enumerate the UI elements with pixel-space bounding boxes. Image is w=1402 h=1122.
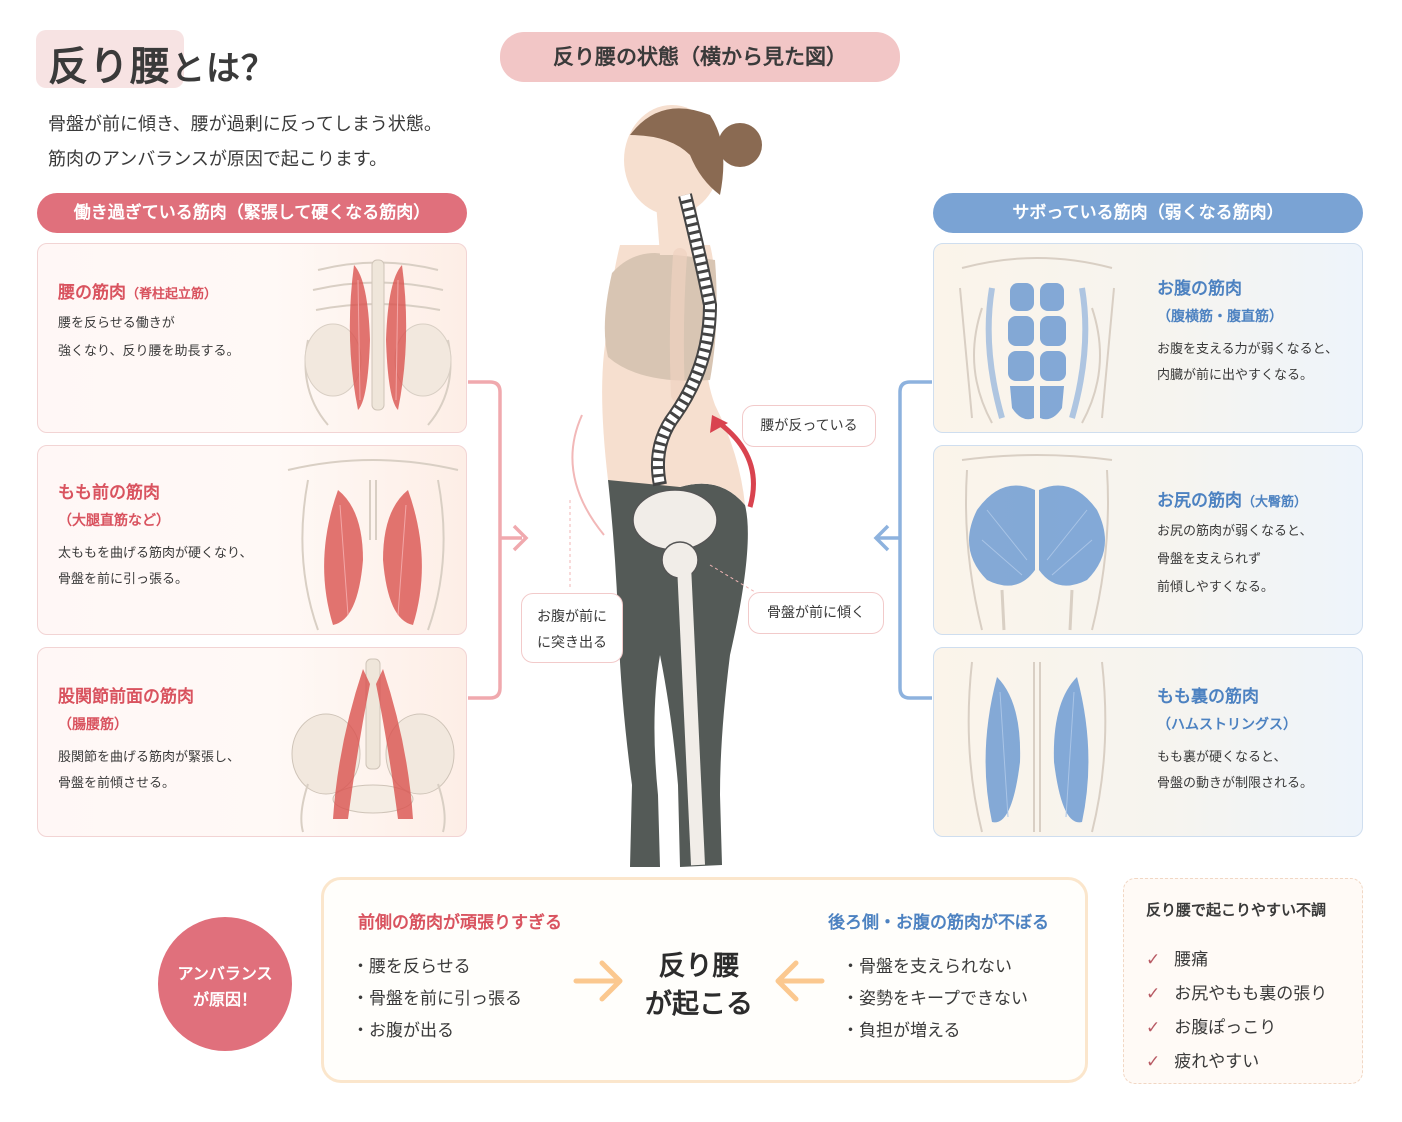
card-text-3: 前傾しやすくなる。 — [1157, 580, 1274, 595]
weak-muscles-header: サボっている筋肉（弱くなる筋肉） — [933, 193, 1363, 233]
symptom-item: ✓お腹ぽっこり — [1146, 1018, 1277, 1038]
imbalance-badge: アンバランスが原因！ — [158, 917, 292, 1051]
card-subtitle: （ハムストリングス） — [1157, 717, 1297, 733]
back-muscles-heading: 後ろ側・お腹の筋肉が不ぼる — [828, 913, 1049, 933]
check-icon: ✓ — [1146, 950, 1161, 970]
symptom-item: ✓お尻やもも裏の張り — [1146, 984, 1328, 1004]
card-text-1: お尻の筋肉が弱くなると、 — [1157, 524, 1313, 539]
callout-pelvis-tilted: 骨盤が前に傾く — [748, 592, 884, 634]
result-line-2: が起こる — [645, 989, 753, 1020]
check-icon: ✓ — [1146, 984, 1161, 1004]
arrow-left-icon — [775, 960, 825, 1002]
card-text-2: 骨盤を前に引っ張る。 — [58, 572, 189, 587]
card-lower-back-muscle: 腰の筋肉（脊柱起立筋） 腰を反らせる働きが 強くなり、反り腰を助長する。 — [37, 243, 467, 433]
card-text-2: 内臓が前に出やすくなる。 — [1157, 368, 1314, 383]
back-item-3: ・負担が増える — [842, 1021, 961, 1041]
card-title: お腹の筋肉 — [1157, 279, 1242, 299]
curved-arrow-icon — [713, 417, 756, 508]
card-hip-flexor-muscle: 股関節前面の筋肉 （腸腰筋） 股関節を曲げる筋肉が緊張し、 骨盤を前傾させる。 — [37, 647, 467, 837]
iliopsoas-illustration — [291, 658, 455, 833]
card-subtitle: （腸腰筋） — [58, 717, 128, 733]
card-subtitle: （腹横筋・腹直筋） — [1157, 309, 1283, 325]
quadriceps-illustration — [287, 459, 459, 631]
card-text-2: 骨盤の動きが制限される。 — [1157, 776, 1314, 791]
page-title: 反り腰とは？ — [48, 44, 276, 90]
symptom-item: ✓腰痛 — [1146, 950, 1209, 970]
card-text-1: 股関節を曲げる筋肉が緊張し、 — [58, 750, 241, 765]
card-title: お尻の筋肉（大臀筋） — [1157, 491, 1308, 511]
card-front-thigh-muscle: もも前の筋肉 （大腿直筋など） 太ももを曲げる筋肉が硬くなり、 骨盤を前に引っ張… — [37, 445, 467, 635]
card-text-1: もも裏が硬くなると、 — [1157, 750, 1287, 765]
check-icon: ✓ — [1146, 1052, 1161, 1072]
right-bracket-arrow — [873, 380, 932, 700]
callout-back-arched: 腰が反っている — [742, 405, 876, 447]
overworked-muscles-header: 働き過ぎている筋肉（緊張して硬くなる筋肉） — [37, 193, 467, 233]
card-title: 股関節前面の筋肉 — [58, 687, 194, 707]
back-item-1: ・骨盤を支えられない — [842, 957, 1012, 977]
posture-figure — [569, 105, 762, 867]
abdominal-illustration — [959, 257, 1115, 424]
card-subtitle: （大腿直筋など） — [58, 513, 170, 529]
card-gluteal-muscle: お尻の筋肉（大臀筋） お尻の筋肉が弱くなると、 骨盤を支えられず 前傾しやすくな… — [933, 445, 1363, 635]
front-item-1: ・腰を反らせる — [352, 957, 471, 977]
description-line-2: 筋肉のアンバランスが原因で起こります。 — [48, 149, 388, 170]
front-item-3: ・お腹が出る — [352, 1021, 454, 1041]
callout-belly-forward: お腹が前にに突き出る — [521, 593, 623, 663]
card-text-1: お腹を支える力が弱くなると、 — [1157, 342, 1339, 357]
arrow-right-icon — [512, 524, 529, 552]
card-title: もも前の筋肉 — [58, 483, 160, 503]
check-icon: ✓ — [1146, 1018, 1161, 1038]
erector-spinae-illustration — [304, 259, 452, 426]
arrow-right-icon — [573, 960, 623, 1002]
gluteus-illustration — [961, 454, 1113, 631]
arrow-left-icon — [873, 524, 890, 552]
symptom-item: ✓疲れやすい — [1146, 1052, 1260, 1072]
card-text-1: 腰を反らせる働きが — [58, 316, 175, 331]
figure-label: 反り腰の状態（横から見た図） — [500, 32, 900, 82]
result-line-1: 反り腰 — [658, 951, 740, 982]
description-line-1: 骨盤が前に傾き、腰が過剰に反ってしまう状態。 — [48, 114, 442, 135]
symptoms-box — [1123, 878, 1363, 1084]
title-highlight — [36, 30, 184, 88]
left-bracket-arrow — [468, 380, 529, 700]
symptoms-title: 反り腰で起こりやすい不調 — [1146, 901, 1327, 919]
card-text-2: 骨盤を前傾させる。 — [58, 776, 176, 791]
back-item-2: ・姿勢をキープできない — [842, 989, 1028, 1009]
card-text-2: 骨盤を支えられず — [1157, 552, 1262, 567]
card-title: 腰の筋肉（脊柱起立筋） — [58, 283, 218, 303]
front-muscles-heading: 前側の筋肉が頑張りすぎる — [358, 913, 562, 933]
card-abdominal-muscle: お腹の筋肉 （腹横筋・腹直筋） お腹を支える力が弱くなると、 内臓が前に出やすく… — [933, 243, 1363, 433]
card-text-2: 強くなり、反り腰を助長する。 — [58, 344, 240, 359]
front-item-2: ・骨盤を前に引っ張る — [352, 989, 522, 1009]
card-title: もも裏の筋肉 — [1157, 687, 1259, 707]
hamstring-illustration — [967, 661, 1107, 833]
card-hamstring-muscle: もも裏の筋肉 （ハムストリングス） もも裏が硬くなると、 骨盤の動きが制限される… — [933, 647, 1363, 837]
card-text-1: 太ももを曲げる筋肉が硬くなり、 — [58, 546, 253, 561]
summary-box — [321, 877, 1088, 1083]
